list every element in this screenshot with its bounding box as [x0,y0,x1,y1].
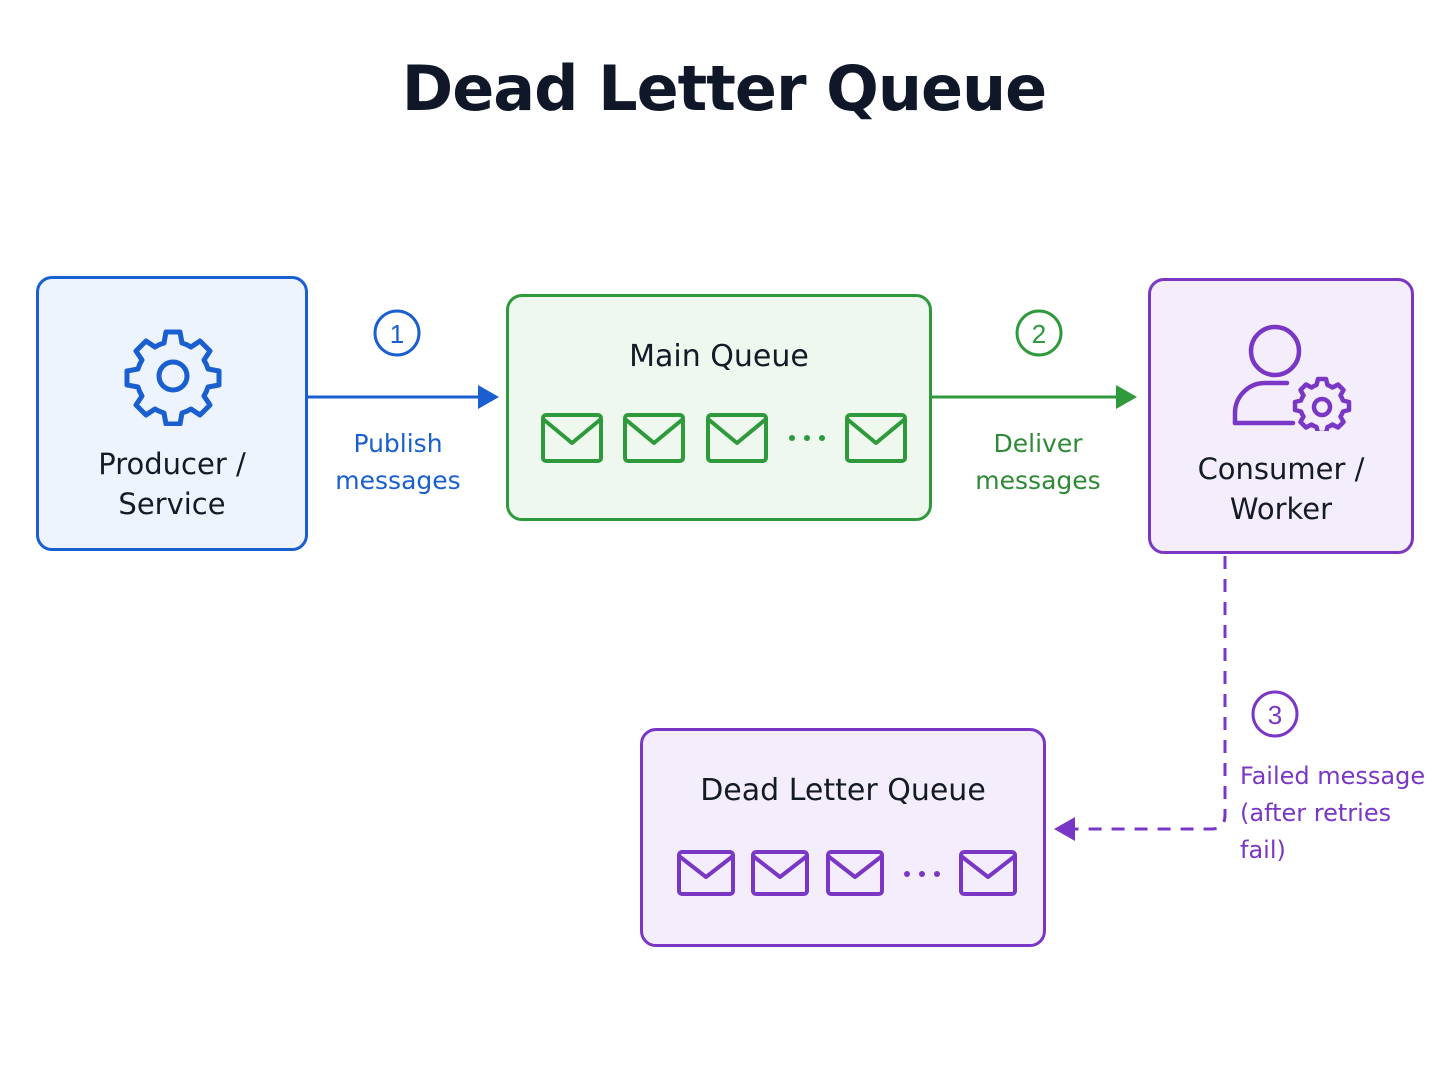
step-1-badge: 1 [373,309,421,357]
dead-letter-queue-node: Dead Letter Queue [640,728,1046,947]
consumer-worker-node: Consumer / Worker [1148,278,1414,554]
step-2-label: Deliver messages [958,425,1118,499]
step-3-label-line1: Failed message [1240,762,1426,790]
step-1-label-line2: messages [335,466,461,495]
step-2-label-line1: Deliver [993,429,1083,458]
envelope-icon [541,413,603,463]
main-queue-label: Main Queue [629,339,809,374]
producer-label: Producer / Service [39,444,305,524]
consumer-label: Consumer / Worker [1151,449,1411,529]
envelope-icon [751,850,809,896]
envelope-icon [826,850,884,896]
producer-service-node: Producer / Service [36,276,308,551]
step-2-badge: 2 [1015,309,1063,357]
envelope-icon [845,413,907,463]
step-3-label-line2: (after retries fail) [1240,799,1392,864]
envelope-icon [677,850,735,896]
step-1-number: 1 [390,319,404,349]
step-1-label: Publish messages [318,425,478,499]
diagram-title: Dead Letter Queue [401,52,1047,125]
step-3-badge: 3 [1251,690,1299,738]
step-3-label: Failed message (after retries fail) [1240,758,1444,869]
user-gear-icon [1232,324,1352,431]
step-3-number: 3 [1268,700,1282,730]
step-2-number: 2 [1032,319,1046,349]
publish-arrow [308,385,499,409]
consumer-label-line2: Worker [1229,492,1333,526]
dead-letter-queue-label: Dead Letter Queue [700,773,986,808]
main-queue-node: Main Queue [506,294,932,521]
envelope-icon [706,413,768,463]
producer-label-line2: Service [118,487,226,521]
failed-message-arrow [1054,556,1227,841]
ellipsis-dots [904,871,940,877]
step-2-label-line2: messages [975,466,1101,495]
step-1-label-line1: Publish [353,429,443,458]
deliver-arrow [932,385,1137,409]
consumer-label-line1: Consumer / [1197,452,1365,486]
gear-icon [124,329,222,426]
producer-label-line1: Producer / [98,447,246,481]
envelope-icon [623,413,685,463]
ellipsis-dots [789,435,825,441]
envelope-icon [959,850,1017,896]
